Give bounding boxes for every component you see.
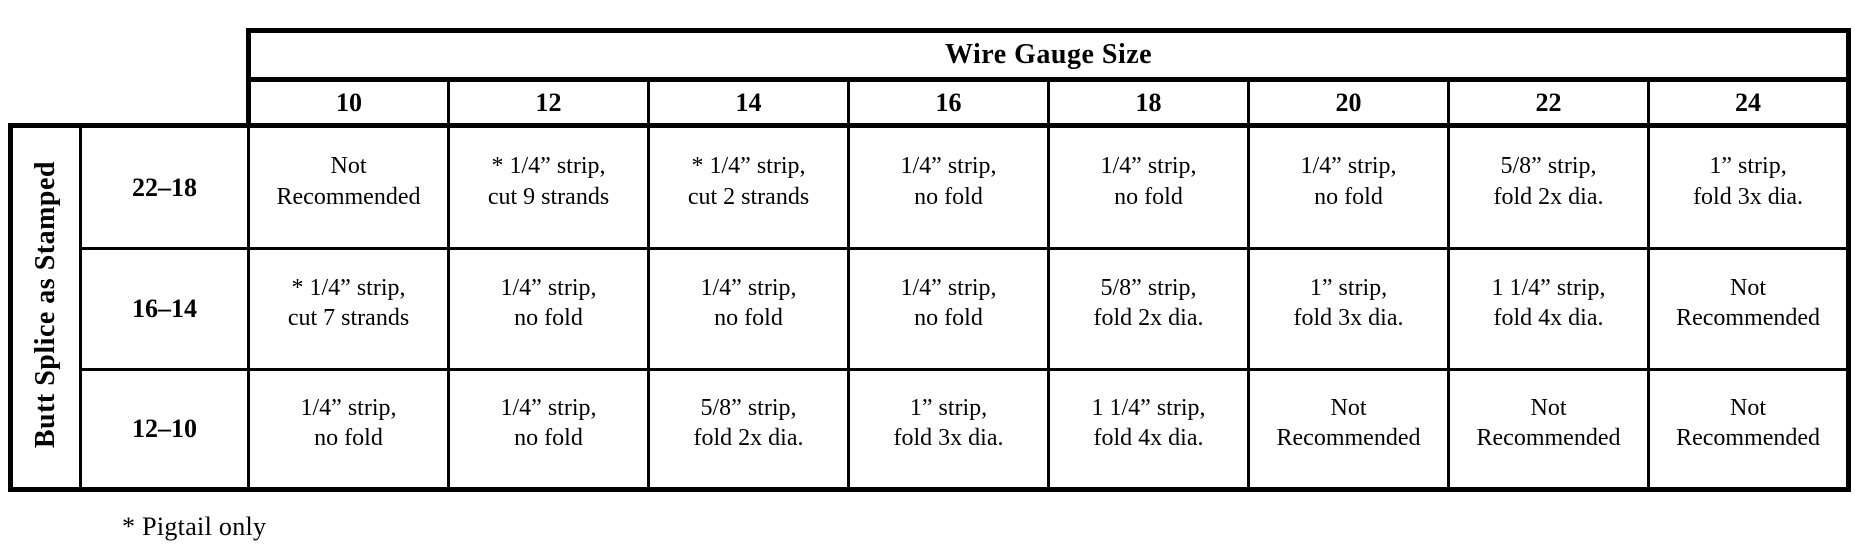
pigtail-footnote: * Pigtail only — [122, 512, 267, 541]
cell-16-14-g16: 1/4” strip, no fold — [847, 247, 1050, 371]
cell-22-18-g18: 1/4” strip, no fold — [1047, 123, 1250, 250]
cell-16-14-g24: Not Recommended — [1646, 247, 1852, 371]
cell-12-10-g20: Not Recommended — [1247, 368, 1450, 492]
row-header-16-14: 16–14 — [79, 247, 250, 371]
cell-16-14-g22: 1 1/4” strip, fold 4x dia. — [1447, 247, 1650, 371]
cell-16-14-g20: 1” strip, fold 3x dia. — [1247, 247, 1450, 371]
table-row: 16–14 * 1/4” strip, cut 7 strands 1/4” s… — [11, 247, 1852, 371]
cell-12-10-g18: 1 1/4” strip, fold 4x dia. — [1047, 368, 1250, 492]
column-header-row: 10 12 14 16 18 20 22 24 — [11, 78, 1852, 128]
cell-16-14-g12: 1/4” strip, no fold — [447, 247, 650, 371]
column-header-18: 18 — [1047, 78, 1250, 128]
column-header-16: 16 — [847, 78, 1050, 128]
cell-22-18-g20: 1/4” strip, no fold — [1247, 123, 1450, 250]
column-header-20: 20 — [1247, 78, 1450, 128]
column-header-12: 12 — [447, 78, 650, 128]
column-group-header: Wire Gauge Size — [245, 28, 1852, 82]
cell-22-18-g10: Not Recommended — [247, 123, 450, 250]
cell-12-10-g10: 1/4” strip, no fold — [247, 368, 450, 492]
cell-12-10-g24: Not Recommended — [1646, 368, 1852, 492]
cell-22-18-g24: 1” strip, fold 3x dia. — [1646, 123, 1852, 250]
cell-22-18-g16: 1/4” strip, no fold — [847, 123, 1050, 250]
row-group-label: Butt Splice as Stamped — [30, 161, 61, 449]
column-header-24: 24 — [1646, 78, 1852, 128]
wire-gauge-splice-table: Wire Gauge Size 10 12 14 16 18 20 22 24 … — [8, 28, 1852, 492]
cell-12-10-g12: 1/4” strip, no fold — [447, 368, 650, 492]
row-header-22-18: 22–18 — [79, 123, 250, 250]
cell-12-10-g16: 1” strip, fold 3x dia. — [847, 368, 1050, 492]
column-group-header-row: Wire Gauge Size — [11, 28, 1852, 82]
table-row: Butt Splice as Stamped 22–18 Not Recomme… — [8, 123, 1852, 492]
cell-12-10-g14: 5/8” strip, fold 2x dia. — [647, 368, 850, 492]
empty-corner — [11, 31, 249, 126]
row-group-label-cell: Butt Splice as Stamped — [8, 123, 82, 492]
cell-22-18-g14: * 1/4” strip, cut 2 strands — [647, 123, 850, 250]
cell-12-10-g22: Not Recommended — [1447, 368, 1650, 492]
cell-22-18-g12: * 1/4” strip, cut 9 strands — [447, 123, 650, 250]
column-header-14: 14 — [647, 78, 850, 128]
cell-16-14-g18: 5/8” strip, fold 2x dia. — [1047, 247, 1250, 371]
column-header-10: 10 — [246, 78, 450, 128]
column-header-22: 22 — [1447, 78, 1650, 128]
cell-16-14-g14: 1/4” strip, no fold — [647, 247, 850, 371]
cell-22-18-g22: 5/8” strip, fold 2x dia. — [1447, 123, 1650, 250]
table-row: 12–10 1/4” strip, no fold 1/4” strip, no… — [11, 368, 1852, 492]
row-header-12-10: 12–10 — [79, 368, 250, 492]
cell-16-14-g10: * 1/4” strip, cut 7 strands — [247, 247, 450, 371]
